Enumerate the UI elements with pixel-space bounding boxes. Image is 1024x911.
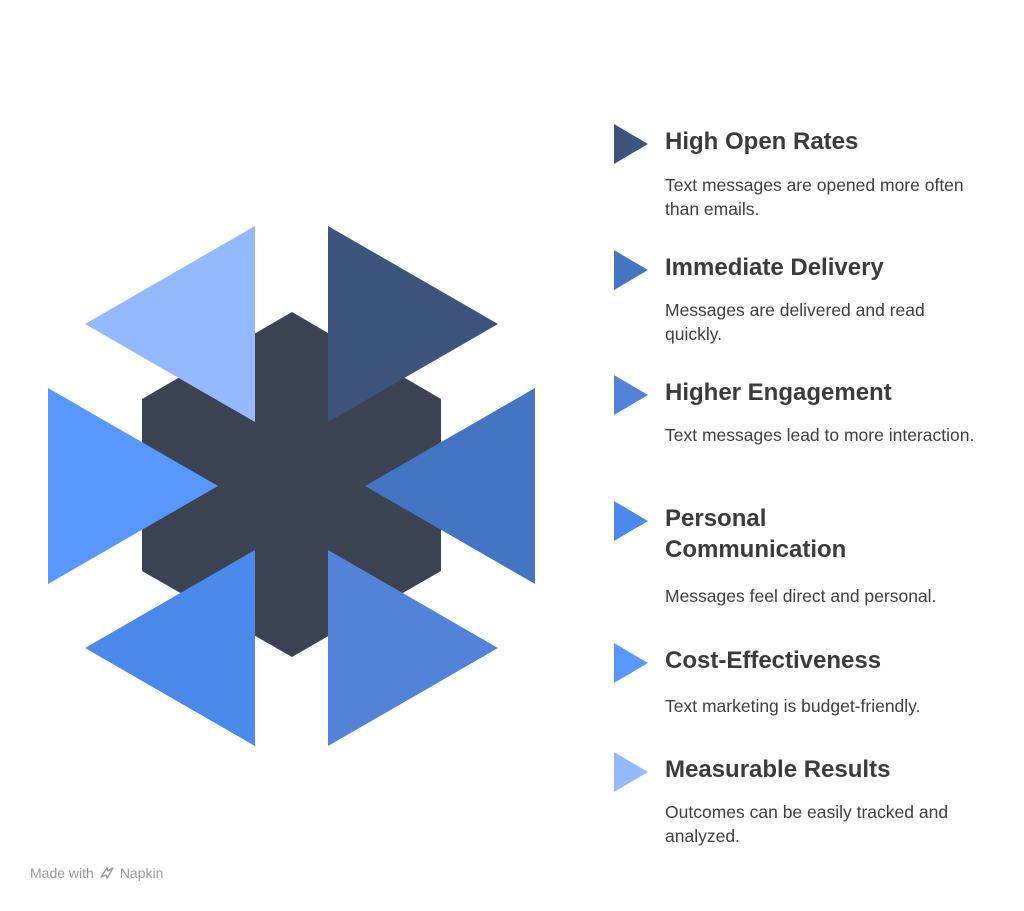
item-title: Higher Engagement bbox=[665, 379, 892, 406]
item-title: Immediate Delivery bbox=[665, 254, 884, 281]
triangle-top-right bbox=[328, 226, 498, 422]
item-title: Personal Communication bbox=[665, 505, 847, 563]
triangle-bottom-right bbox=[328, 550, 498, 746]
made-with-label: Made with bbox=[30, 865, 94, 881]
item-description: Outcomes can be easily tracked and analy… bbox=[665, 802, 949, 846]
triangle-bottom-left bbox=[85, 550, 255, 746]
triangle-marker-icon bbox=[614, 643, 648, 683]
item-description: Text marketing is budget-friendly. bbox=[665, 696, 921, 716]
item-description: Text messages are opened more often than… bbox=[665, 175, 964, 219]
triangle-top-left bbox=[85, 226, 255, 422]
triangle-mid-left bbox=[48, 388, 218, 584]
item-description: Text messages lead to more interaction. bbox=[665, 425, 975, 445]
item-title: Measurable Results bbox=[665, 756, 891, 783]
item-description: Messages feel direct and personal. bbox=[665, 586, 937, 606]
napkin-brand-label: Napkin bbox=[119, 865, 164, 881]
triangle-marker-icon bbox=[614, 501, 648, 541]
item-title: High Open Rates bbox=[665, 128, 859, 155]
napkin-logo-icon bbox=[100, 867, 114, 879]
triangle-marker-icon bbox=[614, 752, 648, 792]
footer-credit: Made with Napkin bbox=[30, 865, 163, 881]
triangle-marker-icon bbox=[614, 124, 648, 164]
triangle-marker-icon bbox=[614, 375, 648, 415]
item-description: Messages are delivered and read quickly. bbox=[665, 300, 925, 344]
hexagram-diagram bbox=[48, 226, 535, 746]
triangle-marker-icon bbox=[614, 250, 648, 290]
triangle-mid-right bbox=[365, 388, 535, 584]
item-title: Cost-Effectiveness bbox=[665, 647, 882, 674]
